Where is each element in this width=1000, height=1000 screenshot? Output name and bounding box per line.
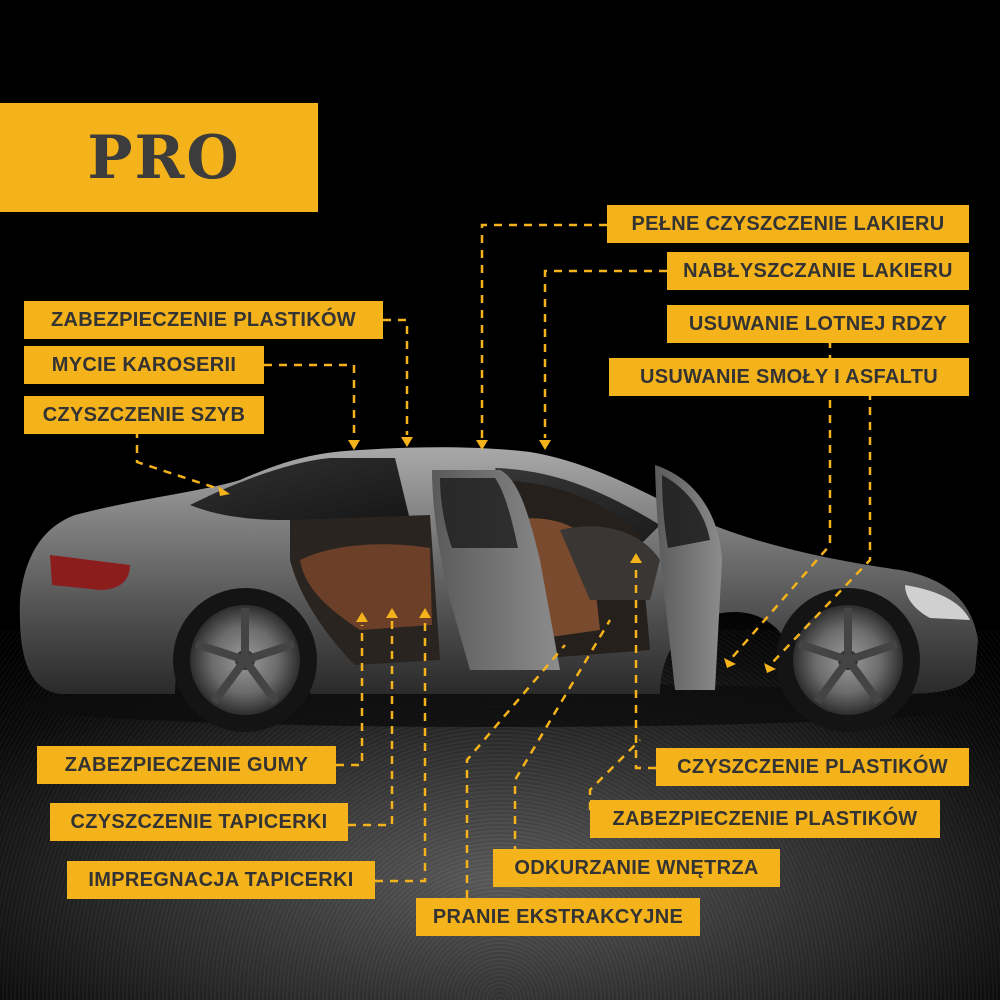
- leader-mycie: [264, 363, 356, 438]
- rear-wheel: [173, 588, 317, 732]
- label-usuwanie-lotnej-rdzy: USUWANIE LOTNEJ RDZY: [667, 305, 969, 343]
- leader-pranie: [465, 644, 566, 898]
- label-nablyszczanie-lakieru: NABŁYSZCZANIE LAKIERU: [667, 252, 969, 290]
- tail-light: [50, 555, 130, 590]
- label-pelne-czyszczenie-lakieru: PEŁNE CZYSZCZENIE LAKIERU: [607, 205, 969, 243]
- leader-nablyszczanie: [543, 269, 667, 438]
- leader-zab-plast-top: [383, 318, 409, 435]
- leader-impreg: [375, 620, 427, 883]
- leader-lotnej-rdzy: [729, 340, 832, 661]
- leader-czysz-plast: [634, 565, 656, 770]
- label-impregnacja-tapicerki: IMPREGNACJA TAPICERKI: [67, 861, 375, 899]
- pro-badge-text: PRO: [87, 122, 241, 193]
- leader-odkurzanie: [513, 619, 612, 869]
- leader-tap-czysz: [348, 620, 394, 827]
- window-rear: [190, 458, 410, 520]
- label-zabezpieczenie-gumy: ZABEZPIECZENIE GUMY: [37, 746, 336, 784]
- label-mycie-karoserii: MYCIE KAROSERII: [24, 346, 264, 384]
- leader-lines: [135, 223, 872, 898]
- label-czyszczenie-tapicerki: CZYSZCZENIE TAPICERKI: [50, 803, 348, 841]
- label-zabezpieczenie-plastikow-top: ZABEZPIECZENIE PLASTIKÓW: [24, 301, 383, 339]
- rear-seat: [300, 544, 432, 630]
- label-odkurzanie-wnetrza: ODKURZANIE WNĘTRZA: [493, 849, 780, 887]
- label-czyszczenie-plastikow: CZYSZCZENIE PLASTIKÓW: [656, 748, 969, 786]
- pro-badge: PRO: [0, 103, 318, 212]
- leader-pelne: [480, 223, 607, 438]
- leader-arrowheads: [218, 437, 776, 673]
- front-wheel: [776, 588, 920, 732]
- dashboard: [560, 526, 660, 600]
- label-usuwanie-smoly-i-asfaltu: USUWANIE SMOŁY I ASFALTU: [609, 358, 969, 396]
- head-light: [905, 585, 970, 620]
- leader-smoly: [769, 392, 872, 666]
- label-pranie-ekstrakcyjne: PRANIE EKSTRAKCYJNE: [416, 898, 700, 936]
- label-zabezpieczenie-plastikow-bottom: ZABEZPIECZENIE PLASTIKÓW: [590, 800, 940, 838]
- label-czyszczenie-szyb: CZYSZCZENIE SZYB: [24, 396, 264, 434]
